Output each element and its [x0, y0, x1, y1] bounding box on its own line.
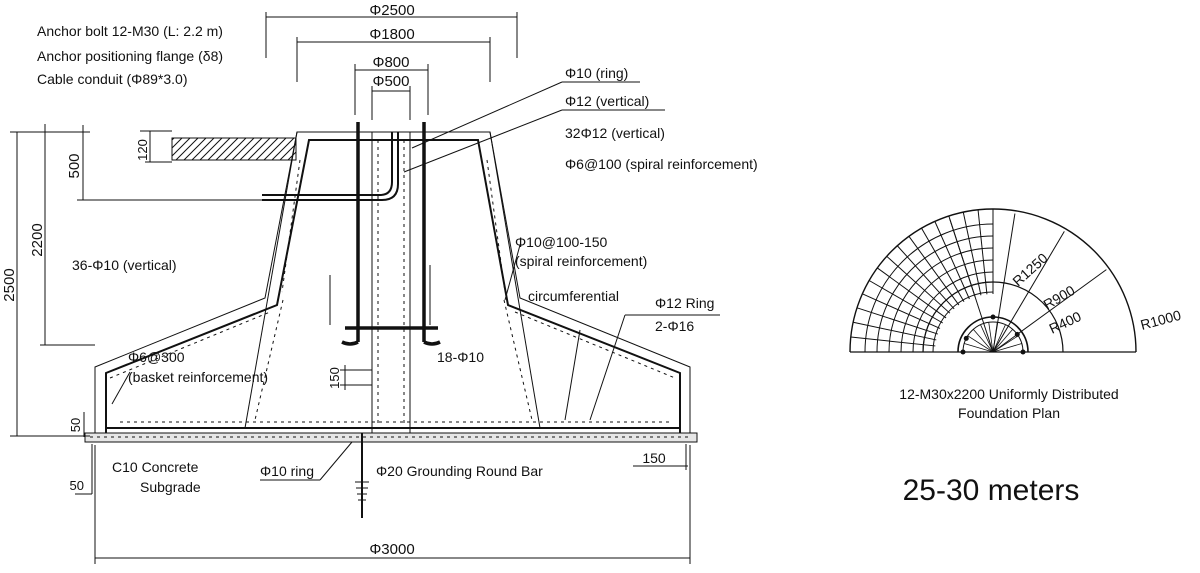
- note-conduit: Cable conduit (Φ89*3.0): [37, 71, 187, 87]
- dim-d800: Φ800: [373, 54, 410, 71]
- callout-ring10: Φ10 (ring): [565, 65, 628, 81]
- plan-center-spoke: [973, 329, 994, 353]
- callout-basket-line1: Φ6@300: [128, 349, 185, 365]
- plan-mesh-spoke: [853, 321, 937, 341]
- note-anchor-bolt: Anchor bolt 12-M30 (L: 2.2 m): [37, 23, 223, 39]
- height-range-label: 25-30 meters: [903, 474, 1080, 507]
- plan-bolt-dot: [960, 349, 966, 355]
- plan-caption-line2: Foundation Plan: [958, 405, 1060, 421]
- plan-mesh-spoke: [886, 255, 951, 314]
- plan-radius-r1250: [949, 218, 994, 353]
- plan-center-spoke: [992, 335, 1019, 353]
- plan-mesh-spoke: [921, 227, 965, 303]
- dim-h2500: 2500: [1, 268, 18, 301]
- plan-mesh-spoke: [877, 267, 947, 319]
- plan-mesh-spoke: [977, 209, 988, 295]
- plan-mesh-spoke: [868, 280, 944, 324]
- dimension-lines: [10, 12, 691, 564]
- callout-vert36: 36-Φ10 (vertical): [72, 257, 177, 273]
- plan-mesh-arc: [932, 291, 994, 353]
- plan-center-spoke: [964, 343, 994, 353]
- reinforcement-cage: [105, 139, 681, 433]
- callout-ring12: Φ12 Ring: [655, 295, 714, 311]
- plan-center-spoke: [992, 322, 998, 353]
- cable-conduit: [262, 132, 393, 196]
- plan-label-r400: R400: [1047, 308, 1084, 337]
- dim-w150-right: 150: [642, 450, 666, 466]
- plan-bolt-dot: [990, 314, 996, 320]
- dim-h50-top: 50: [68, 418, 83, 432]
- plan-mesh-spoke: [896, 245, 955, 310]
- plan-center-spoke: [992, 324, 1006, 353]
- dim-d1800: Φ1800: [369, 26, 414, 43]
- dim-h500: 500: [66, 153, 83, 178]
- callout-circumferential: circumferential: [528, 288, 619, 304]
- plan-mesh-arc: [864, 223, 994, 353]
- callout-vert12: Φ12 (vertical): [565, 93, 649, 109]
- plan-radius-r400: [992, 231, 1065, 353]
- dim-h120: 120: [135, 139, 150, 161]
- plan-ring-r900: [922, 281, 1064, 353]
- plan-mesh-spoke: [962, 212, 982, 296]
- plan-mesh-arc: [888, 247, 994, 353]
- plan-center-spoke: [980, 324, 994, 353]
- plan-bolt-dot: [963, 335, 969, 341]
- plan-caption-line1: 12-M30x2200 Uniformly Distributed: [899, 386, 1118, 402]
- plan-bolt-dot: [1020, 349, 1026, 355]
- dim-h150-left: 150: [327, 367, 342, 389]
- plan-label-r1000: R1000: [1139, 307, 1183, 333]
- plan-mesh-spoke: [908, 236, 960, 306]
- plan-bolt-dot: [1014, 331, 1020, 337]
- callout-concrete-line1: C10 Concrete: [112, 459, 199, 475]
- callout-spiral10-line1: Φ10@100-150: [515, 234, 608, 250]
- callout-ring10b: Φ10 ring: [260, 463, 314, 479]
- dim-h2200: 2200: [29, 223, 46, 256]
- dim-d500: Φ500: [373, 73, 410, 90]
- plan-mesh-spoke: [934, 221, 970, 300]
- callout-concrete-line2: Subgrade: [140, 479, 201, 495]
- callout-spiral10-line2: (spiral reinforcement): [515, 253, 647, 269]
- plan-radius-r1000: [992, 269, 1107, 353]
- note-flange: Anchor positioning flange (δ8): [37, 48, 223, 64]
- foundation-section: [84, 122, 698, 518]
- plan-center-spoke: [992, 343, 1022, 353]
- plan-mesh-spoke: [850, 336, 936, 347]
- leader-lines: [111, 81, 720, 481]
- callout-spiral6: Φ6@100 (spiral reinforcement): [565, 156, 758, 172]
- callout-vert32: 32Φ12 (vertical): [565, 125, 665, 141]
- plan-mesh-arc: [912, 271, 994, 353]
- plan-label-r1250: R1250: [1009, 250, 1051, 290]
- plan-center-spoke: [967, 335, 994, 353]
- plan-mesh-spoke: [856, 307, 938, 335]
- soil-hatch: [171, 137, 297, 161]
- plan-label-r900: R900: [1041, 282, 1078, 313]
- plan-center-spoke: [988, 322, 994, 353]
- dim-h50-bottom: 50: [70, 478, 84, 493]
- callout-grounding-bar: Φ20 Grounding Round Bar: [376, 463, 543, 479]
- callout-basket-line2: (basket reinforcement): [128, 369, 268, 385]
- callout-two16: 2-Φ16: [655, 318, 694, 334]
- plan-center-spoke: [992, 329, 1013, 353]
- dim-d2500: Φ2500: [369, 2, 414, 19]
- callout-18-phi10: 18-Φ10: [437, 349, 484, 365]
- plan-mesh-arc: [900, 259, 994, 353]
- inner-slope-right: [489, 131, 541, 429]
- inner-slope-left: [244, 131, 298, 429]
- dim-d3000: Φ3000: [369, 541, 414, 558]
- plan-mesh-spoke: [862, 293, 941, 329]
